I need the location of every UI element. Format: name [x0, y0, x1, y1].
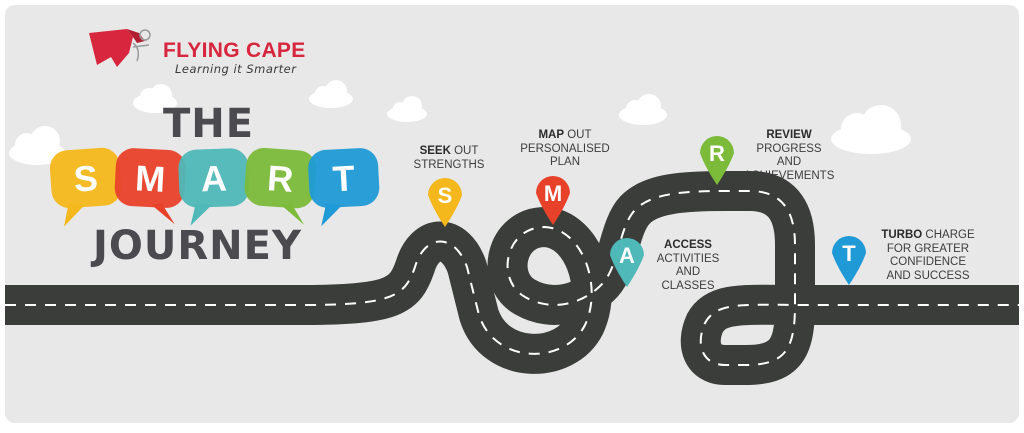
cloud-icon — [619, 94, 667, 125]
brand-tagline: Learning it Smarter — [175, 62, 297, 76]
cloud-layer — [9, 80, 911, 165]
cloud-icon — [387, 96, 427, 122]
pin-letter: R — [709, 141, 725, 166]
step-a-caption: ACCESS ACTIVITIES AND CLASSES — [656, 239, 720, 292]
pin-letter: A — [619, 243, 635, 268]
title-letter-bubble: R — [244, 147, 317, 225]
title-letter-bubble: T — [308, 148, 380, 227]
title-top: THE — [163, 101, 255, 147]
brand-name: FLYING CAPE — [163, 39, 306, 62]
map-pin-icon: A — [610, 238, 644, 287]
cloud-icon — [133, 84, 177, 113]
pin-letter: T — [842, 241, 856, 266]
step-m-caption: MAP OUT PERSONALISED PLAN — [520, 129, 610, 168]
title-letter: S — [72, 157, 99, 200]
title-letter-bubble: M — [114, 148, 186, 225]
title-letter: A — [200, 158, 227, 200]
cloud-icon — [831, 105, 911, 154]
flying-cape-logo-icon — [89, 29, 151, 67]
cloud-icon — [9, 126, 65, 165]
pin-letter: M — [544, 181, 562, 206]
title-letter-bubble: S — [49, 147, 122, 227]
title-letter-bubble: A — [178, 148, 250, 226]
title-letter: T — [332, 157, 356, 199]
title-letter: R — [266, 157, 295, 200]
map-pin-icon: M — [536, 176, 570, 225]
map-pin-icon: R — [700, 136, 734, 185]
title-letter: M — [134, 157, 166, 200]
step-t-caption: TURBO CHARGE FOR GREATER CONFIDENCE AND … — [881, 229, 975, 282]
pin-letter: S — [438, 183, 453, 208]
step-r-caption: REVIEW PROGRESS AND ACHIEVEMENTS — [743, 129, 835, 182]
step-pins: S M A R T — [428, 136, 866, 287]
step-s-caption: SEEK OUT STRENGTHS — [413, 145, 485, 171]
title-bottom: JOURNEY — [93, 223, 302, 269]
cloud-icon — [309, 80, 353, 108]
map-pin-icon: T — [832, 236, 866, 285]
map-pin-icon: S — [428, 178, 462, 227]
